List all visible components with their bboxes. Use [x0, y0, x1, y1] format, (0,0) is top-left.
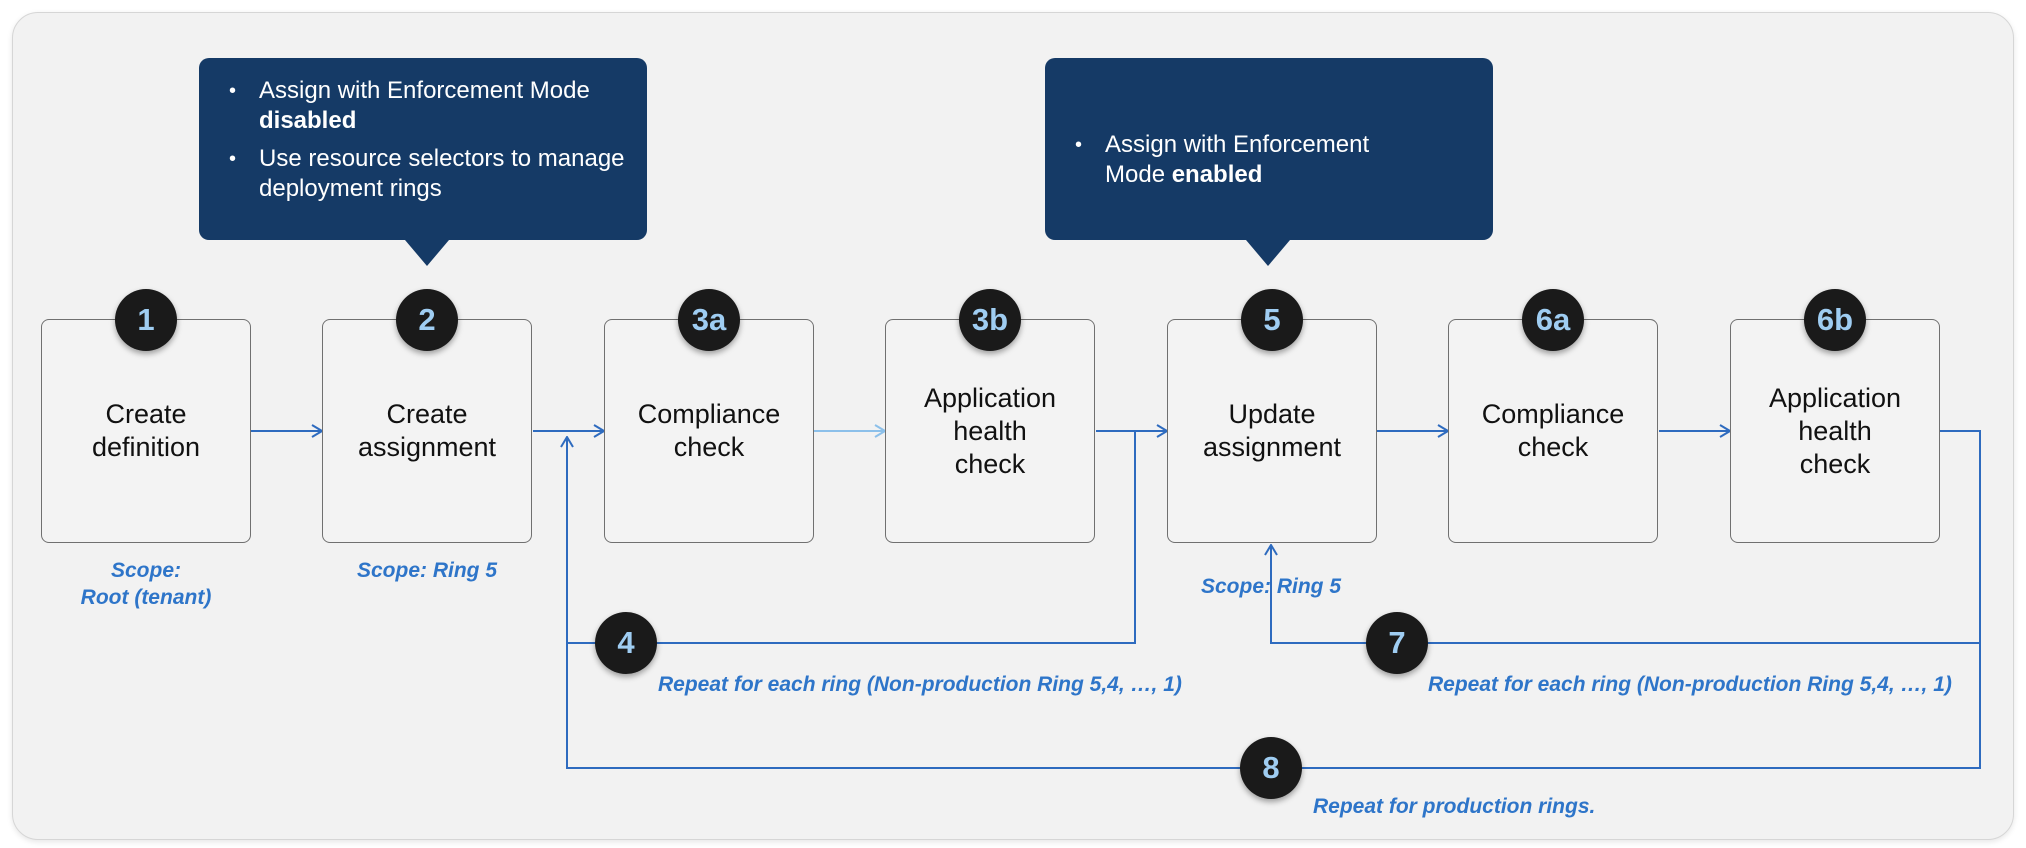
loop-7-note: Repeat for each ring (Non-production Rin… [1428, 673, 1952, 696]
step-3a-badge: 3a [678, 289, 740, 351]
loop-4-connector [567, 431, 1136, 644]
callout-enforcement-enabled: Assign with Enforcement Mode enabled [1045, 58, 1493, 266]
callout-item-enforcement-disabled: Assign with Enforcement Mode disabled [229, 76, 627, 136]
scope-root-label: Scope: Root (tenant) [46, 557, 246, 611]
scope-step2-label: Scope: Ring 5 [356, 559, 498, 582]
step-6b-badge: 6b [1804, 289, 1866, 351]
step-2-label: Create assignment [357, 399, 497, 462]
step-5-label: Update assignment [1202, 399, 1342, 462]
step-6b-box: Application health check [1730, 319, 1940, 543]
scope-step5-label: Scope: Ring 5 [1200, 575, 1342, 598]
loop-8-badge: 8 [1240, 737, 1302, 799]
loop-8-note: Repeat for production rings. [1313, 795, 1596, 818]
step-3a-label: Compliance check [637, 399, 781, 462]
step-2-badge: 2 [396, 289, 458, 351]
step-6a-label: Compliance check [1481, 399, 1625, 462]
step-3b-badge: 3b [959, 289, 1021, 351]
step-6b-label: Application health check [1768, 382, 1902, 479]
step-3a-box: Compliance check [604, 319, 814, 543]
loop-4-note: Repeat for each ring (Non-production Rin… [658, 673, 1182, 696]
step-2-box: Create assignment [322, 319, 532, 543]
step-3b-box: Application health check [885, 319, 1095, 543]
loop-7-badge: 7 [1366, 612, 1428, 674]
callout-item-enforcement-enabled: Assign with Enforcement Mode enabled [1075, 130, 1473, 190]
callout-item-resource-selectors: Use resource selectors to manage deploym… [229, 144, 627, 204]
step-1-badge: 1 [115, 289, 177, 351]
step-1-box: Create definition [41, 319, 251, 543]
loop-4-badge: 4 [595, 612, 657, 674]
callout-enforcement-disabled: Assign with Enforcement Mode disabled Us… [199, 58, 647, 266]
step-5-box: Update assignment [1167, 319, 1377, 543]
step-6a-box: Compliance check [1448, 319, 1658, 543]
step-6a-badge: 6a [1522, 289, 1584, 351]
step-5-badge: 5 [1241, 289, 1303, 351]
step-3b-label: Application health check [923, 382, 1057, 479]
step-1-label: Create definition [91, 399, 201, 462]
scope-root-line1: Scope: [110, 559, 181, 582]
scope-root-line2: Root (tenant) [80, 586, 212, 609]
